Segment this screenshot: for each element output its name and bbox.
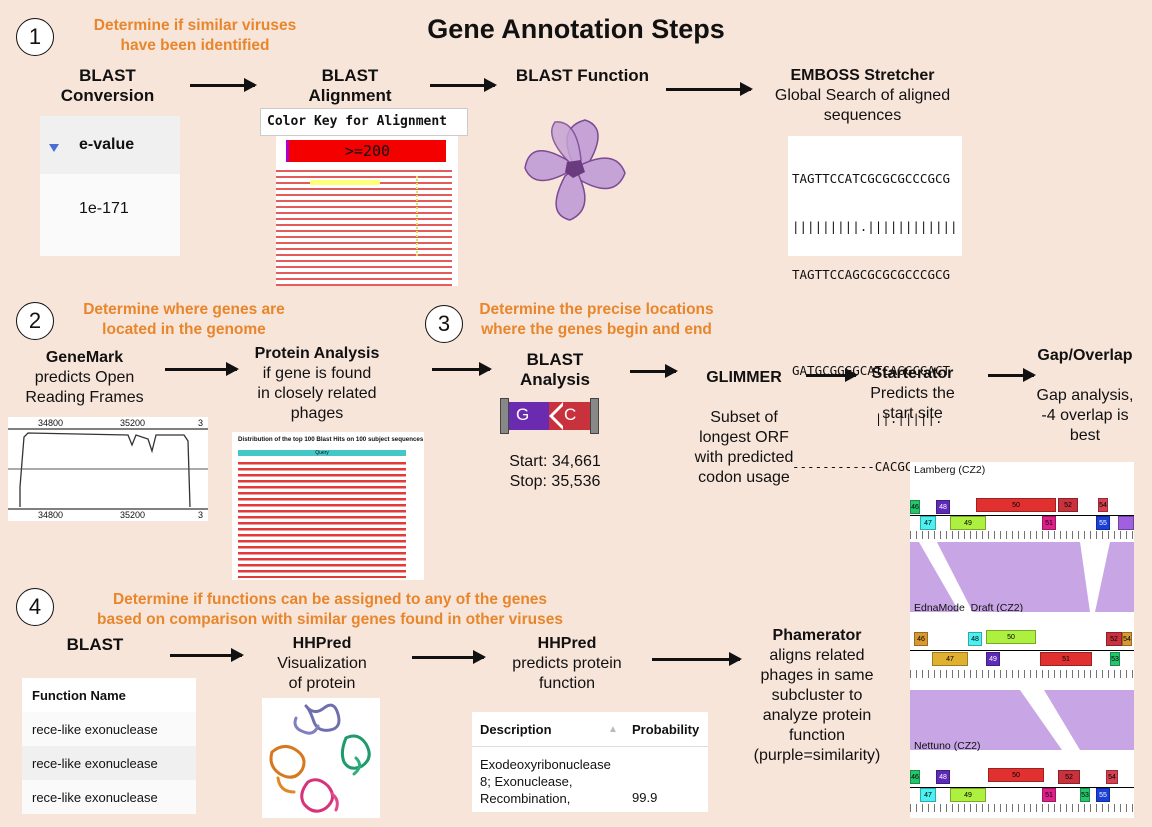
arrow — [430, 78, 497, 92]
step-3-circle: 3 — [425, 305, 463, 343]
evalue-header: e-value — [79, 136, 135, 153]
arrow — [652, 652, 742, 666]
step-4-heading: Determine if functions can be assigned t… — [97, 591, 563, 628]
function-table: Function Name rece-like exonuclease rece… — [22, 678, 196, 814]
arrow — [630, 364, 678, 378]
step-4-circle: 4 — [16, 588, 54, 626]
description-header: Description — [480, 722, 552, 737]
table-row: rece-like exonuclease — [22, 746, 196, 780]
arrow — [190, 78, 257, 92]
blast-hits-chart: Distribution of the top 100 Blast Hits o… — [232, 432, 424, 580]
evalue-table: e-value 1e-171 — [40, 116, 180, 256]
phamerator-map: Lamberg (CZ2) 46 48 50 52 54 47 49 51 55… — [910, 462, 1134, 818]
sort-down-icon[interactable] — [49, 144, 59, 152]
protein-fold-icon — [524, 119, 626, 221]
arrow — [666, 82, 753, 96]
alignment-graphic: >=200 — [276, 136, 458, 286]
sort-icon[interactable]: ▲ — [608, 724, 618, 735]
table-row: rece-like exonuclease — [22, 712, 196, 746]
page-title: Gene Annotation Steps — [427, 14, 725, 44]
sequence-alignment: TAGTTCCATCGCGCGCCCGCG |||||||||.||||||||… — [788, 136, 962, 474]
arrow — [170, 648, 244, 662]
arrow — [165, 362, 239, 376]
gene-direction-glyph: G C — [500, 398, 600, 434]
genome-label: EdnaMode_Draft (CZ2) — [914, 602, 1024, 614]
hhpred-result-table: Description ▲ Probability Exodeoxyribonu… — [472, 712, 708, 812]
score-bar: >=200 — [286, 140, 446, 162]
emboss-label: EMBOSS Stretcher Global Search of aligne… — [774, 67, 951, 124]
protein-structure-icon — [262, 698, 380, 818]
query-bar: Query — [238, 450, 406, 456]
hit-lines — [238, 462, 406, 578]
hit-highlight — [416, 176, 436, 256]
genemark-plot: 34800 35200 3 34800 35200 3 — [8, 417, 208, 521]
genome-label: Nettuno (CZ2) — [914, 740, 981, 752]
genome-label: Lamberg (CZ2) — [914, 464, 986, 476]
color-key-title: Color Key for Alignment — [267, 114, 448, 129]
similarity-band — [910, 690, 1134, 750]
hit-highlight — [310, 180, 380, 185]
probability-cell: 99.9 — [632, 790, 658, 805]
arrow — [412, 650, 486, 664]
alignment-hits — [276, 170, 452, 286]
arrow — [988, 368, 1036, 382]
blast-title: BLAST — [66, 635, 124, 654]
description-cell: Exodeoxyribonuclease 8; Exonuclease, Rec… — [480, 757, 611, 806]
blast-function-title: BLAST Function — [515, 66, 650, 85]
step-2-circle: 2 — [16, 302, 54, 340]
color-key-box: Color Key for Alignment — [260, 108, 468, 136]
table-row: rece-like exonuclease — [22, 780, 196, 814]
step-1-circle: 1 — [16, 18, 54, 56]
probability-header: Probability — [632, 722, 700, 737]
arrow — [432, 362, 492, 376]
table-header: Function Name — [32, 687, 126, 703]
arrow — [806, 368, 858, 382]
evalue-value: 1e-171 — [79, 200, 129, 217]
